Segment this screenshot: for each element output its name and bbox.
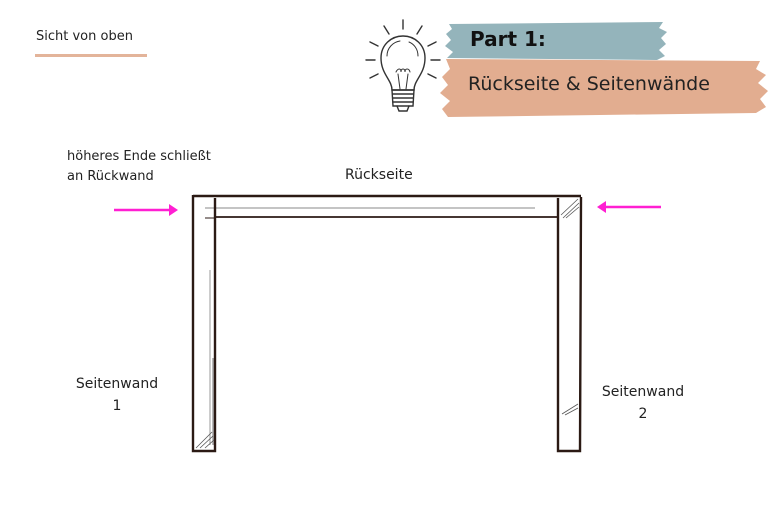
title-band-blue [445,22,667,60]
view-label: Sicht von oben [36,29,133,44]
part-title: Part 1: [470,27,546,51]
arrow-right-icon [114,204,178,216]
side-wall-1 [191,195,217,453]
arrow-left-icon [597,201,661,213]
side-wall-2-number: 2 [638,406,648,422]
side-wall-1-name: Seitenwand [75,376,159,392]
back-panel [193,194,581,219]
note-line-2: an Rückwand [67,169,154,184]
side-wall-2 [556,196,583,453]
side-wall-1-number: 1 [112,398,122,414]
title-band-orange [440,59,768,117]
view-label-underline [35,54,147,57]
side-wall-2-label: Seitenwand 2 [592,381,694,425]
side-wall-1-label: Seitenwand 1 [67,373,167,417]
note-label: höheres Ende schließt an Rückwand [67,147,211,187]
part-subtitle: Rückseite & Seitenwände [468,73,710,95]
note-line-1: höheres Ende schließt [67,149,211,164]
lightbulb-icon [365,19,441,112]
back-panel-label: Rückseite [345,167,413,183]
side-wall-2-name: Seitenwand [601,384,685,400]
